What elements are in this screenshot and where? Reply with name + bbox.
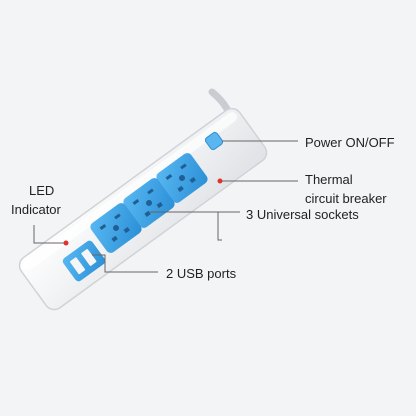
callout-led-line1: LED [29, 183, 55, 198]
callout-sockets: 3 Universal sockets [246, 207, 359, 222]
callout-thermal-line1: Thermal [305, 172, 353, 187]
universal-socket-icon [90, 203, 142, 253]
power-switch-icon[interactable] [204, 131, 224, 151]
usb-port-icon [62, 240, 106, 282]
leader-lines [33, 140, 298, 273]
callout-thermal-line2: circuit breaker [305, 191, 387, 206]
universal-socket-icon [123, 178, 175, 228]
led-indicator-icon [63, 240, 69, 246]
callout-led-line2: Indicator [11, 202, 61, 217]
callout-power: Power ON/OFF [305, 135, 395, 150]
thermal-breaker-icon [217, 178, 223, 184]
universal-socket-icon [156, 153, 208, 203]
callout-usb: 2 USB ports [166, 266, 237, 281]
